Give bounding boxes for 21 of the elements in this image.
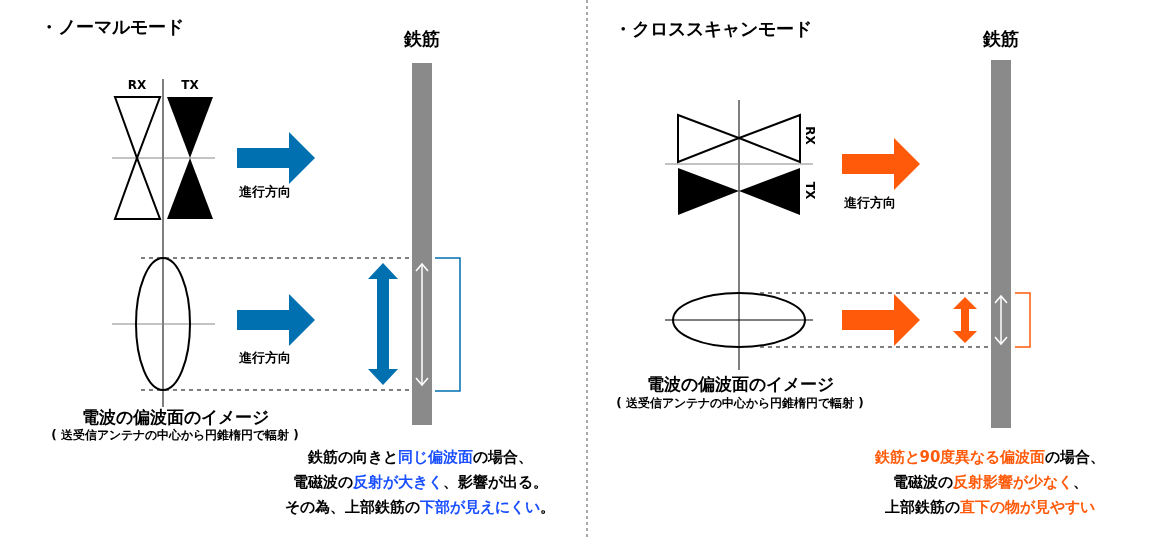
- direction-label: 進行方向: [843, 195, 897, 212]
- explanation-text: 電磁波の反射影響が少なく、: [891, 473, 1089, 492]
- caption-note: ( 送受信アンテナの中心から円錐楕円で輻射 ): [50, 428, 300, 443]
- rebar-label: 鉄筋: [402, 30, 441, 48]
- antenna-label: TX: [180, 78, 200, 93]
- direction-label: 進行方向: [238, 350, 292, 367]
- explanation-text: 鉄筋と90度異なる偏波面の場合、: [873, 448, 1107, 467]
- explanation-text: 上部鉄筋の直下の物が見やすい: [884, 498, 1096, 517]
- section-heading: ・クロススキャンモード: [614, 18, 813, 41]
- explanation-text: その為、上部鉄筋の下部が見えにくい。: [284, 498, 556, 517]
- rebar-label: 鉄筋: [981, 30, 1020, 48]
- antenna-label: RX: [126, 78, 148, 93]
- caption-text: 電波の偏波面のイメージ: [80, 407, 270, 428]
- section-heading: ・ノーマルモード: [40, 16, 185, 39]
- caption-note: ( 送受信アンテナの中心から円錐楕円で輻射 ): [615, 396, 865, 411]
- direction-label: 進行方向: [238, 184, 292, 201]
- antenna-label: TX: [801, 180, 817, 202]
- caption-text: 電波の偏波面のイメージ: [645, 374, 835, 396]
- explanation-text: 電磁波の反射が大きく、影響が出る。: [291, 473, 549, 492]
- explanation-text: 鉄筋の向きと同じ偏波面の場合、: [306, 448, 534, 467]
- antenna-label: RX: [801, 125, 817, 147]
